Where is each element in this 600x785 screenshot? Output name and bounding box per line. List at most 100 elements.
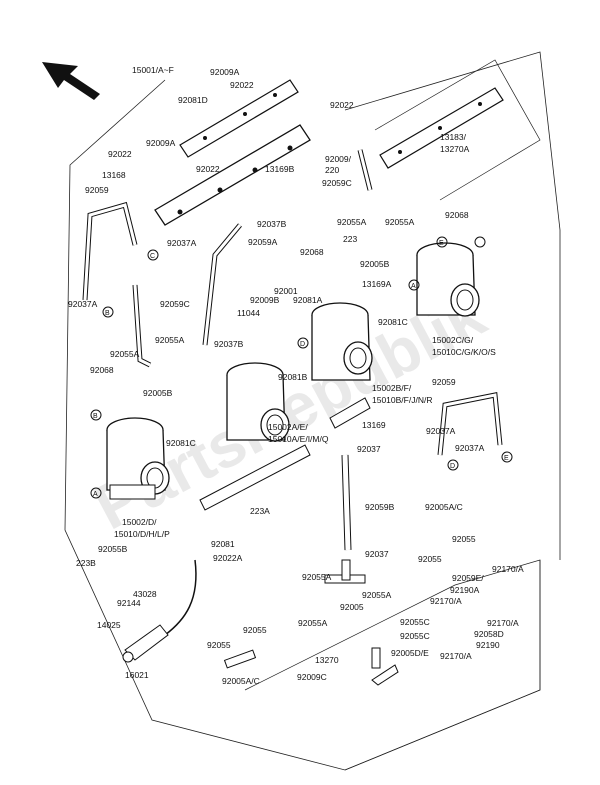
label-13169A: 13169A: [362, 279, 392, 289]
label-92037A: 92037A: [426, 426, 456, 436]
label-92055A: 92055A: [362, 590, 392, 600]
label-92055A: 92055A: [302, 572, 332, 582]
carburetor-1: [106, 417, 170, 500]
label-92055A: 92055A: [155, 335, 185, 345]
label-15001: 15001/A~F: [132, 65, 174, 75]
label-92170A: 92170/A: [430, 596, 462, 606]
carburetor-3: [311, 302, 373, 381]
label-92081C: 92081C: [166, 438, 196, 448]
label-92022: 92022: [108, 149, 132, 159]
label-92059B: 92059B: [365, 502, 395, 512]
label-43028: 43028: [133, 589, 157, 599]
callout-e: E: [504, 455, 509, 462]
label-92081A: 92081A: [293, 295, 323, 305]
label-92022A: 92022A: [213, 553, 243, 563]
label-92068: 92068: [445, 210, 469, 220]
fuel-rail-upper: [179, 79, 299, 158]
label-92055C: 92055C: [400, 617, 430, 627]
label-92037A: 92037A: [167, 238, 197, 248]
label-92055A: 92055A: [385, 217, 415, 227]
label-92190A: 92190A: [450, 585, 480, 595]
label-11044: 11044: [237, 308, 260, 318]
label-92059: 92059: [85, 185, 109, 195]
label-223: 223: [343, 234, 357, 244]
callout-d: D: [300, 341, 305, 348]
label-92009B: 92009B: [250, 295, 280, 305]
carburetor-4: [416, 236, 486, 317]
label-92037A: 92037A: [68, 299, 98, 309]
label-92170A: 92170/A: [487, 618, 519, 628]
label-92068: 92068: [300, 247, 324, 257]
frame-right: [344, 51, 561, 560]
label-13168: 13168: [102, 170, 126, 180]
front-arrow-icon: [42, 62, 100, 100]
label-92055B: 92055B: [98, 544, 128, 554]
throttle-cable: [164, 559, 197, 636]
label-92037A: 92037A: [455, 443, 485, 453]
label-92009A: 92009A: [210, 67, 240, 77]
label-92055A: 92055A: [110, 349, 140, 359]
label-223A: 223A: [250, 506, 270, 516]
label-92059: 92059: [432, 377, 456, 387]
label-13270A: 13270A: [440, 144, 470, 154]
label-92068: 92068: [90, 365, 114, 375]
label-13183: 13183/: [440, 132, 467, 142]
label-92190: 92190: [476, 640, 500, 650]
callout-box-13183: [374, 59, 541, 201]
callout-box-lower: [244, 559, 541, 771]
callout-b: B: [93, 413, 98, 420]
callout-e: E: [439, 240, 444, 247]
callout-d: D: [450, 463, 455, 470]
label-223B: 223B: [76, 558, 96, 568]
label-92005: 92005: [340, 602, 364, 612]
label-15010B: 15010B/F/J/N/R: [372, 395, 432, 405]
label-92058D: 92058D: [474, 629, 504, 639]
label-92005B: 92005B: [143, 388, 173, 398]
label-15010D: 15010/D/H/L/P: [114, 529, 170, 539]
label-15010C: 15010C/G/K/O/S: [432, 347, 496, 357]
label-92059A: 92059A: [248, 237, 278, 247]
label-92037: 92037: [357, 444, 381, 454]
label-92081: 92081: [211, 539, 235, 549]
pipe-92005AC-bottom: [223, 649, 257, 669]
label-92022: 92022: [196, 164, 220, 174]
label-92005AC: 92005A/C: [425, 502, 463, 512]
t-fitting-92005: [324, 559, 366, 584]
label-92055A: 92055A: [298, 618, 328, 628]
label-92005AC: 92005A/C: [222, 676, 260, 686]
label-92055: 92055: [418, 554, 442, 564]
label-92009C: 92009C: [297, 672, 327, 682]
label-92055: 92055: [243, 625, 267, 635]
label-92055: 92055: [452, 534, 476, 544]
callout-b: B: [105, 310, 110, 317]
carburetor-2: [226, 362, 290, 442]
label-92005DE: 92005D/E: [391, 648, 429, 658]
label-92037: 92037: [365, 549, 389, 559]
label-92170A: 92170/A: [492, 564, 524, 574]
label-14025: 14025: [97, 620, 121, 630]
label-92081D: 92081D: [178, 95, 208, 105]
throttle-stop-16021: [122, 624, 169, 663]
label-92081B: 92081B: [278, 372, 308, 382]
label-15002B: 15002B/F/: [372, 383, 412, 393]
fitting-92005DE: [371, 647, 399, 686]
label-15002A: 15002A/E/: [268, 422, 308, 432]
label-92009: 92009/: [325, 154, 352, 164]
callout-a: A: [93, 491, 98, 498]
label-92055C: 92055C: [400, 631, 430, 641]
label-92059C: 92059C: [322, 178, 352, 188]
label-92059C: 92059C: [160, 299, 190, 309]
label-220: 220: [325, 165, 339, 175]
callout-markers: A E B C B A D D E A C: [90, 236, 513, 499]
label-92009A: 92009A: [146, 138, 176, 148]
label-16021: 16021: [125, 670, 149, 680]
label-13270: 13270: [315, 655, 339, 665]
fuel-rail-13183: [379, 87, 504, 169]
label-92055A: 92055A: [337, 217, 367, 227]
label-15010A: 15010A/E/I/M/Q: [268, 434, 329, 444]
label-92144: 92144: [117, 598, 141, 608]
callout-c: C: [150, 253, 155, 260]
link-plate-lower: [199, 444, 311, 511]
label-13169: 13169: [362, 420, 386, 430]
